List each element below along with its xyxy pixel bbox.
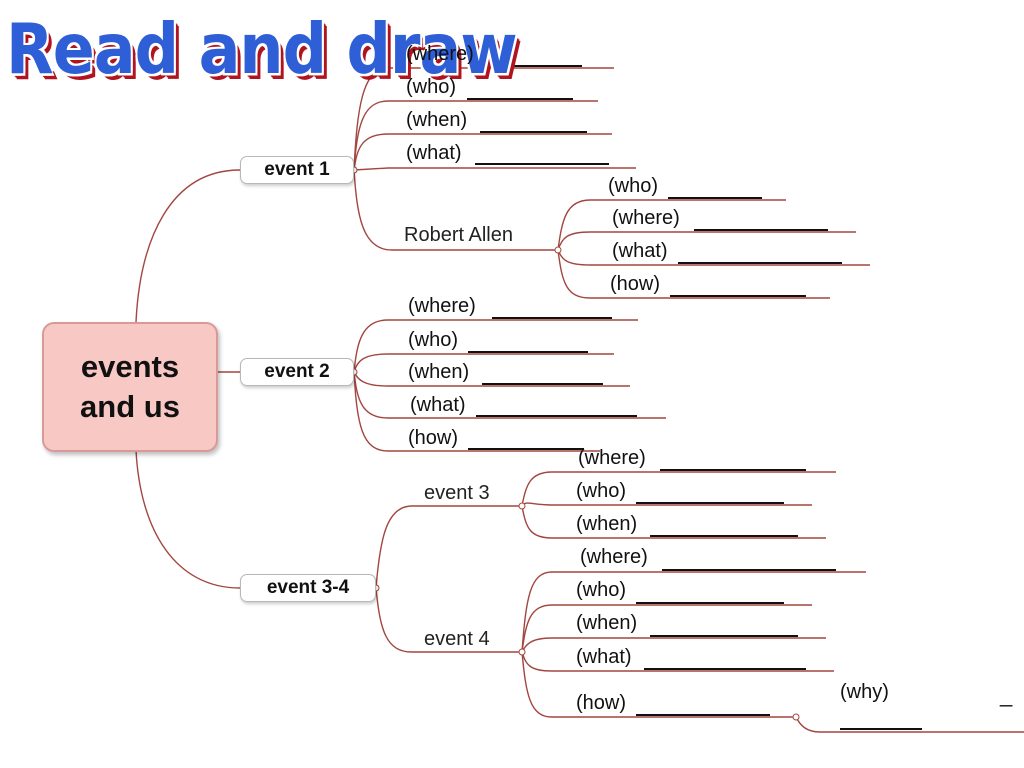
field-who: (who)	[608, 175, 659, 197]
field-how: (how)	[610, 273, 661, 295]
central-topic-line2: and us	[80, 389, 180, 424]
dash-mark: _	[1000, 682, 1013, 707]
node-event2: event 2	[240, 358, 354, 386]
field-where: (where)	[578, 447, 646, 469]
field-where: (where)	[580, 546, 648, 568]
page-title: Read and draw	[6, 8, 518, 91]
field-when: (when)	[408, 361, 470, 383]
node-event34: event 3-4	[240, 574, 376, 602]
junction-robert	[554, 246, 562, 254]
field-who: (who)	[406, 76, 457, 98]
field-when: (when)	[406, 109, 468, 131]
field-where: (where)	[408, 295, 476, 317]
central-topic: events and us	[42, 322, 218, 452]
field-why: (why)	[840, 681, 889, 703]
junction-event3	[518, 502, 526, 510]
field-where: (where)	[612, 207, 680, 229]
junction-event4	[518, 648, 526, 656]
field-how: (how)	[576, 692, 627, 714]
junction-how	[792, 713, 800, 721]
field-when: (when)	[576, 612, 638, 634]
connector-event34	[135, 449, 241, 589]
field-who: (who)	[576, 579, 627, 601]
field-how: (how)	[408, 427, 459, 449]
node-robert-allen: Robert Allen	[404, 224, 513, 246]
field-where: (where)	[406, 43, 474, 65]
central-topic-line1: events	[80, 349, 180, 384]
connector-event1	[135, 169, 241, 323]
field-what: (what)	[410, 394, 466, 416]
node-event3: event 3	[424, 482, 490, 504]
node-event1: event 1	[240, 156, 354, 184]
field-when: (when)	[576, 513, 638, 535]
node-event4: event 4	[424, 628, 490, 650]
field-who: (who)	[408, 329, 459, 351]
field-what: (what)	[612, 240, 668, 262]
field-what: (what)	[406, 142, 462, 164]
field-who: (who)	[576, 480, 627, 502]
field-what: (what)	[576, 646, 632, 668]
